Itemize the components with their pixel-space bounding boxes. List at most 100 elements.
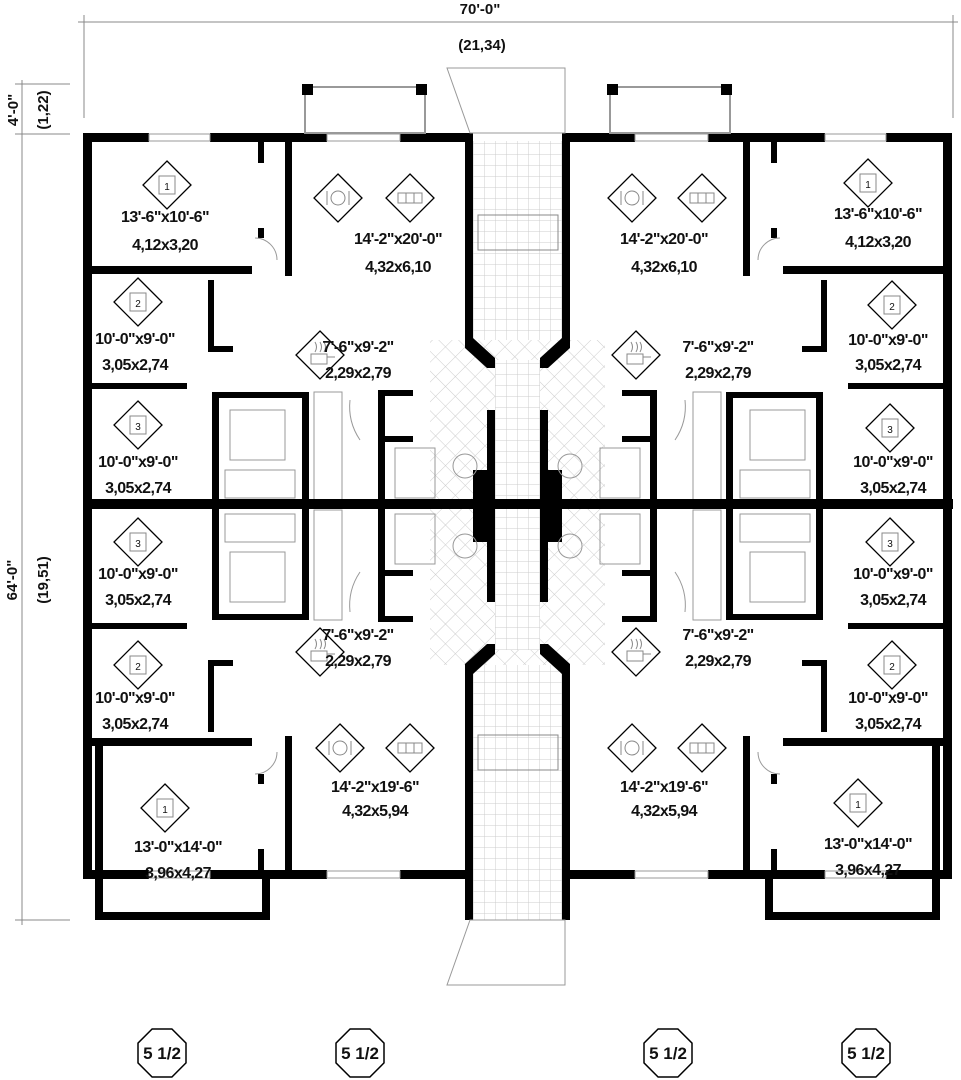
bedroom-number: 3 <box>887 425 893 436</box>
bedroom-number: 1 <box>162 805 168 816</box>
room-size-imperial: 10'-0"x9'-0" <box>853 566 933 583</box>
balcony-left <box>302 84 427 134</box>
room-size-imperial: 10'-0"x9'-0" <box>853 454 933 471</box>
overall-depth-metric: (19,51) <box>35 556 52 604</box>
room-size-imperial: 14'-2"x20'-0" <box>354 231 442 248</box>
room-size-metric: 3,05x2,74 <box>105 480 171 497</box>
room-size-metric: 4,32x5,94 <box>631 803 697 820</box>
room-size-metric: 3,96x4,27 <box>145 865 211 882</box>
bedroom-number: 1 <box>855 800 861 811</box>
balcony-right <box>607 84 732 134</box>
room-label: 113'-6"x10'-6" 4,12x3,20 <box>834 158 923 251</box>
kitchen-pot-icon <box>295 627 345 677</box>
bedroom-badge-icon: 3 <box>113 400 163 450</box>
room-size-metric: 3,05x2,74 <box>860 592 926 609</box>
room-size-imperial: 7'-6"x9'-2" <box>682 339 753 356</box>
unit-type-badge: 5 1/2 <box>335 1028 385 1078</box>
room-size-imperial: 7'-6"x9'-2" <box>682 627 753 644</box>
bedroom-badge-icon: 3 <box>865 517 915 567</box>
room-label: 14'-2"x19'-6" 4,32x5,94 <box>607 723 727 820</box>
bottom-extensions <box>95 738 940 920</box>
room-label: 1 13'-6"x10'-6" 4,12x3,20 <box>121 160 210 254</box>
room-size-metric: 2,29x2,79 <box>685 365 751 382</box>
room-size-metric: 4,12x3,20 <box>132 237 198 254</box>
sofa-icon <box>677 173 727 223</box>
room-size-metric: 3,05x2,74 <box>855 716 921 733</box>
bedroom-number: 2 <box>889 302 895 313</box>
overall-width-metric: (21,34) <box>458 37 506 54</box>
room-size-imperial: 14'-2"x20'-0" <box>620 231 708 248</box>
room-label: 7'-6"x9'-2" 2,29x2,79 <box>611 330 754 382</box>
room-size-metric: 3,05x2,74 <box>102 716 168 733</box>
room-size-imperial: 7'-6"x9'-2" <box>322 627 393 644</box>
room-size-imperial: 13'-0"x14'-0" <box>824 836 912 853</box>
dining-icon <box>607 723 657 773</box>
unit-type-badge: 5 1/2 <box>643 1028 693 1078</box>
room-size-imperial: 14'-2"x19'-6" <box>620 779 708 796</box>
sofa-icon <box>677 723 727 773</box>
kitchen-pot-icon <box>295 330 345 380</box>
bedroom-badge-icon: 2 <box>867 280 917 330</box>
room-size-imperial: 10'-0"x9'-0" <box>98 566 178 583</box>
kitchen-pot-icon <box>611 627 661 677</box>
room-size-imperial: 10'-0"x9'-0" <box>95 690 175 707</box>
dining-icon <box>607 173 657 223</box>
room-size-metric: 3,05x2,74 <box>855 357 921 374</box>
bedroom-badge-icon: 1 <box>843 158 893 208</box>
room-label: 3 10'-0"x9'-0" 3,05x2,74 <box>853 403 933 497</box>
unit-type-label: 5 1/2 <box>341 1044 379 1063</box>
room-label: 2 10'-0"x9'-0" 3,05x2,74 <box>848 640 928 733</box>
room-size-imperial: 13'-0"x14'-0" <box>134 839 222 856</box>
room-size-imperial: 7'-6"x9'-2" <box>322 339 393 356</box>
bedroom-badge-icon: 2 <box>113 277 163 327</box>
bedroom-number: 2 <box>889 662 895 673</box>
room-size-imperial: 14'-2"x19'-6" <box>331 779 419 796</box>
dining-icon <box>315 723 365 773</box>
room-label: 113'-0"x14'-0"3,96x4,27 <box>824 778 913 879</box>
kitchen-pot-icon <box>611 330 661 380</box>
bedroom-badge-icon: 3 <box>113 517 163 567</box>
room-size-metric: 3,05x2,74 <box>102 357 168 374</box>
room-label: 14'-2"x20'-0"4,32x6,10 <box>313 173 443 276</box>
room-size-metric: 3,05x2,74 <box>105 592 171 609</box>
unit-type-badge: 5 1/2 <box>137 1028 187 1078</box>
room-label: 3 10'-0"x9'-0" 3,05x2,74 <box>98 400 178 497</box>
room-size-metric: 3,05x2,74 <box>860 480 926 497</box>
room-size-metric: 2,29x2,79 <box>685 653 751 670</box>
bedroom-badge-icon: 3 <box>865 403 915 453</box>
offset-metric: (1,22) <box>35 90 52 129</box>
room-size-metric: 4,32x6,10 <box>631 259 697 276</box>
entry-stoop-bottom <box>446 919 566 986</box>
bedroom-badge-icon: 1 <box>140 783 190 833</box>
bedroom-number: 3 <box>887 539 893 550</box>
room-size-imperial: 10'-0"x9'-0" <box>98 454 178 471</box>
room-label: 3 10'-0"x9'-0" 3,05x2,74 <box>853 517 933 609</box>
offset-label: 4'-0" <box>5 94 22 126</box>
room-label: 2 10'-0"x9'-0" 3,05x2,74 <box>95 640 175 733</box>
room-label: 210'-0"x9'-0"3,05x2,74 <box>95 277 175 374</box>
room-size-metric: 2,29x2,79 <box>325 653 391 670</box>
room-label: 1 13'-0"x14'-0" 3,96x4,27 <box>134 783 223 882</box>
bedroom-number: 1 <box>164 182 170 193</box>
bedroom-badge-icon: 1 <box>833 778 883 828</box>
room-size-imperial: 13'-6"x10'-6" <box>834 206 922 223</box>
room-size-metric: 4,32x5,94 <box>342 803 408 820</box>
room-label: 7'-6"x9'-2"2,29x2,79 <box>295 330 394 382</box>
room-label: 7'-6"x9'-2" 2,29x2,79 <box>611 627 754 677</box>
bedroom-number: 3 <box>135 422 141 433</box>
bedroom-number: 2 <box>135 662 141 673</box>
bedroom-badge-icon: 2 <box>113 640 163 690</box>
unit-type-label: 5 1/2 <box>847 1044 885 1063</box>
unit-badges: 5 1/2 5 1/2 5 1/2 5 1/2 <box>137 1028 891 1078</box>
dimension-lines <box>15 15 958 925</box>
room-size-metric: 4,12x3,20 <box>845 234 911 251</box>
room-label: 7'-6"x9'-2" 2,29x2,79 <box>295 627 394 677</box>
room-label: 14'-2"x20'-0" 4,32x6,10 <box>607 173 727 276</box>
room-size-imperial: 13'-6"x10'-6" <box>121 209 209 226</box>
unit-type-label: 5 1/2 <box>143 1044 181 1063</box>
room-size-imperial: 10'-0"x9'-0" <box>848 690 928 707</box>
bedroom-number: 2 <box>135 299 141 310</box>
entry-stoop-top <box>446 67 566 134</box>
